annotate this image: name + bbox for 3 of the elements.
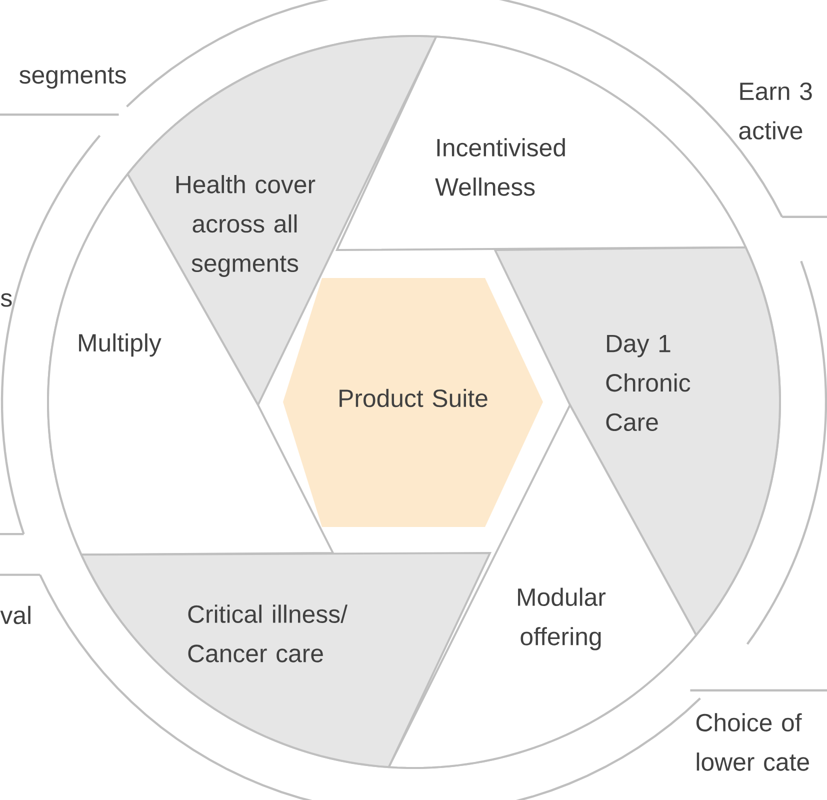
center-hexagon: Product Suite bbox=[283, 278, 543, 527]
side-label: s bbox=[0, 293, 12, 307]
side-label: val bbox=[0, 606, 30, 624]
